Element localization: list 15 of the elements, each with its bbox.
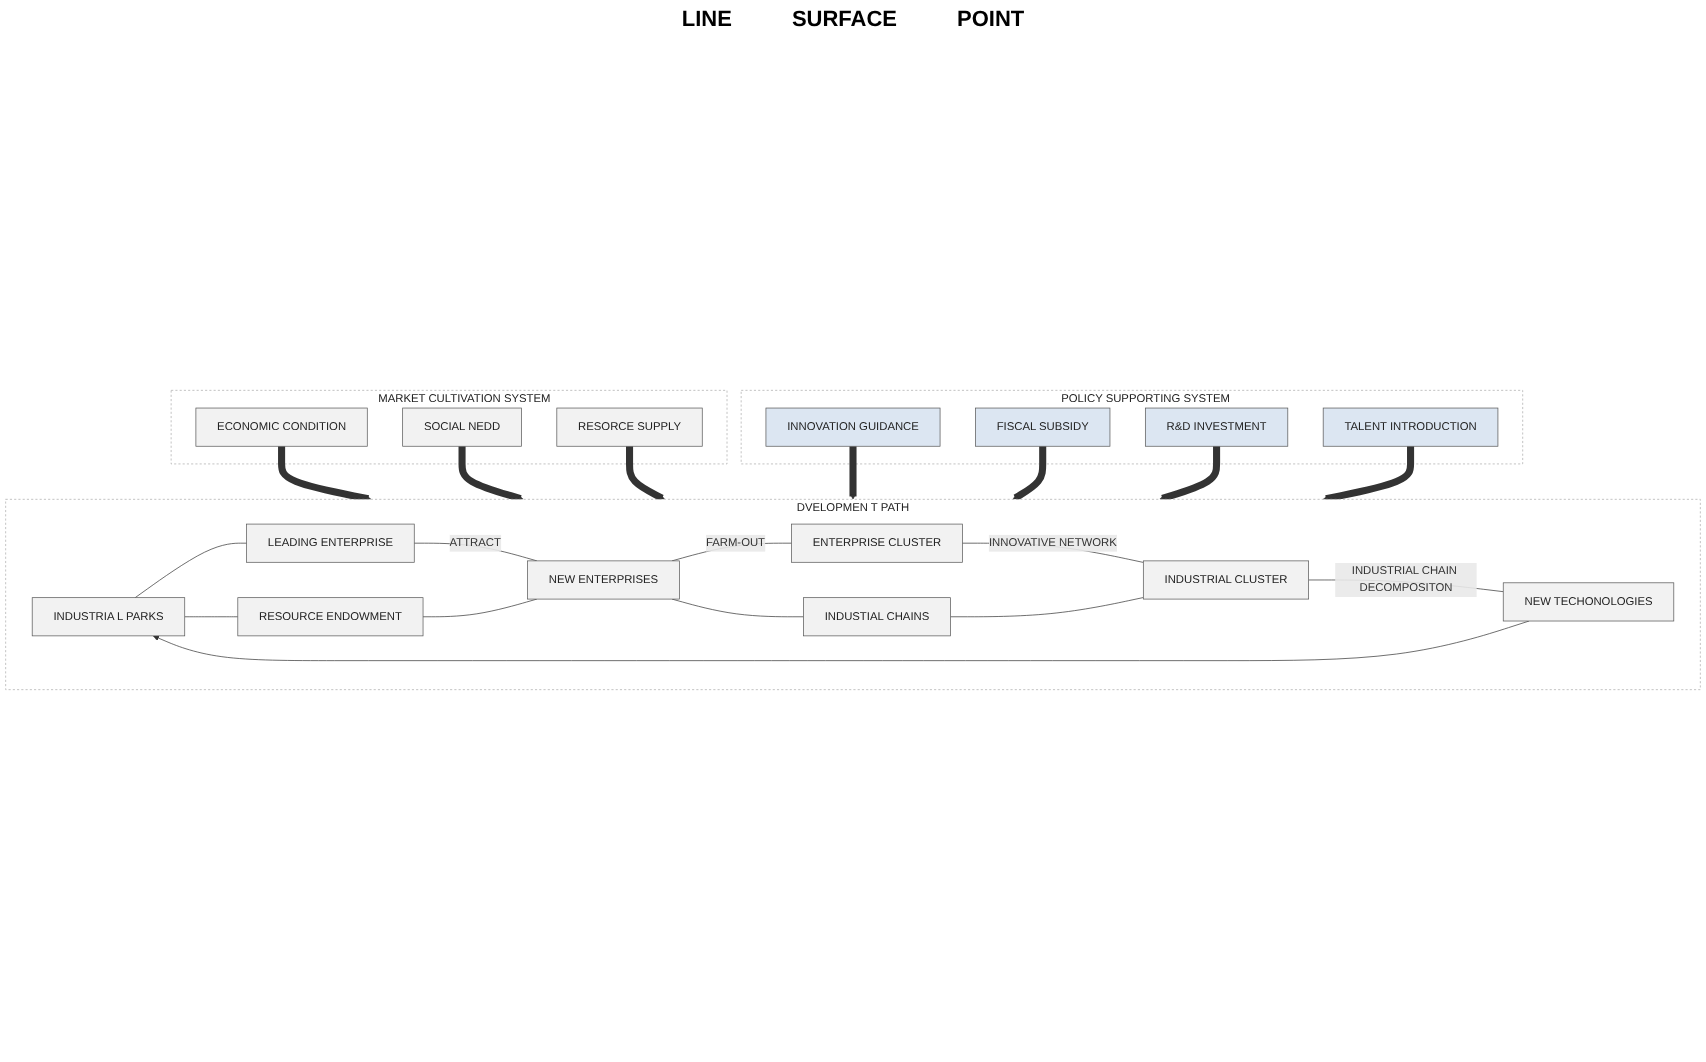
arrow (458, 445, 524, 502)
connector (134, 542, 247, 599)
arrow (1322, 445, 1415, 503)
arrow (278, 445, 372, 503)
connector (671, 598, 804, 618)
connector (422, 598, 538, 618)
arrow (1012, 445, 1047, 501)
arrow (1159, 445, 1221, 502)
arrow (626, 445, 665, 502)
connector (184, 616, 239, 618)
text-label: POINT (957, 8, 1025, 32)
text-label: SURFACE (791, 8, 897, 32)
connector (950, 597, 1144, 618)
text-label: LINE (681, 8, 732, 32)
arrow (849, 445, 857, 500)
